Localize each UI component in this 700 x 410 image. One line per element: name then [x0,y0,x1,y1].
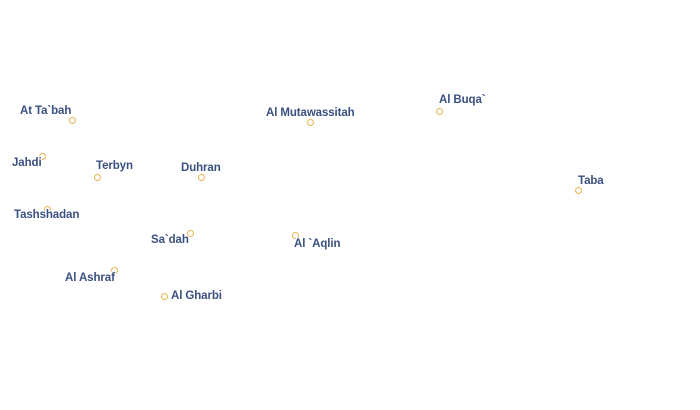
place-marker-al-buqa[interactable] [436,108,443,115]
place-marker-al-aqlin[interactable] [292,232,299,239]
place-label-al-aqlin: Al `Aqlin [294,238,341,250]
place-label-jahdi: Jahdi [12,157,42,169]
place-marker-tashshadan[interactable] [44,206,51,213]
place-label-al-buqa: Al Buqa` [439,94,486,106]
place-label-al-mutawassitah: Al Mutawassitah [266,107,355,119]
place-marker-terbyn[interactable] [94,174,101,181]
place-marker-taba[interactable] [575,187,582,194]
place-marker-jahdi[interactable] [39,153,46,160]
place-label-duhran: Duhran [181,162,221,174]
place-label-saidah: Sa`dah [151,234,189,246]
place-label-al-ashraf: Al Ashraf [65,272,115,284]
place-marker-duhran[interactable] [198,174,205,181]
place-label-terbyn: Terbyn [96,160,133,172]
place-label-al-gharbi: Al Gharbi [171,290,222,302]
place-marker-al-gharbi[interactable] [161,293,168,300]
place-label-at-taibah: At Ta`bah [20,105,72,117]
place-marker-al-ashraf[interactable] [111,267,118,274]
place-marker-at-taibah[interactable] [69,117,76,124]
place-label-taba: Taba [578,175,604,187]
place-label-tashshadan: Tashshadan [14,209,80,221]
place-marker-saidah[interactable] [187,230,194,237]
place-marker-al-mutawassitah[interactable] [307,119,314,126]
